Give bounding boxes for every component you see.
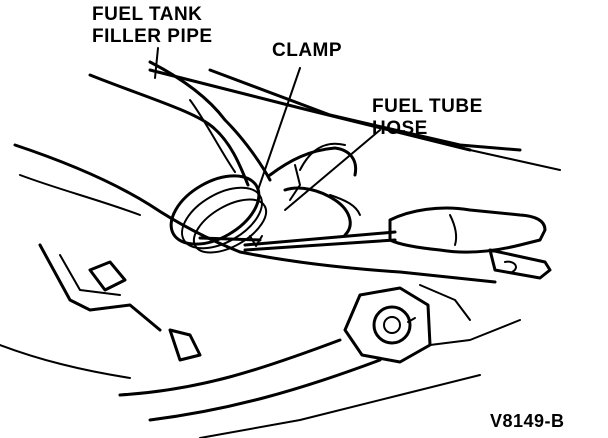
figure-code: V8149-B [490, 411, 565, 431]
label-clamp: CLAMP [272, 40, 343, 61]
leader-lines [154, 47, 381, 211]
hex-fitting [343, 284, 521, 364]
label-line: HOSE [372, 118, 428, 139]
label-line: FUEL TANK [92, 4, 203, 25]
fuel-tank-filler-pipe [88, 60, 272, 187]
lower-frame [0, 143, 497, 438]
label-fuel-tank-filler-pipe: FUEL TANK FILLER PIPE [92, 4, 213, 48]
label-fuel-tube-hose: FUEL TUBE HOSE [372, 96, 483, 140]
label-line: FILLER PIPE [92, 26, 213, 47]
fuel-tube-hose [268, 142, 361, 237]
body-panel [148, 68, 561, 171]
screwdriver-tool [243, 206, 552, 280]
label-line: FUEL TUBE [372, 96, 483, 117]
